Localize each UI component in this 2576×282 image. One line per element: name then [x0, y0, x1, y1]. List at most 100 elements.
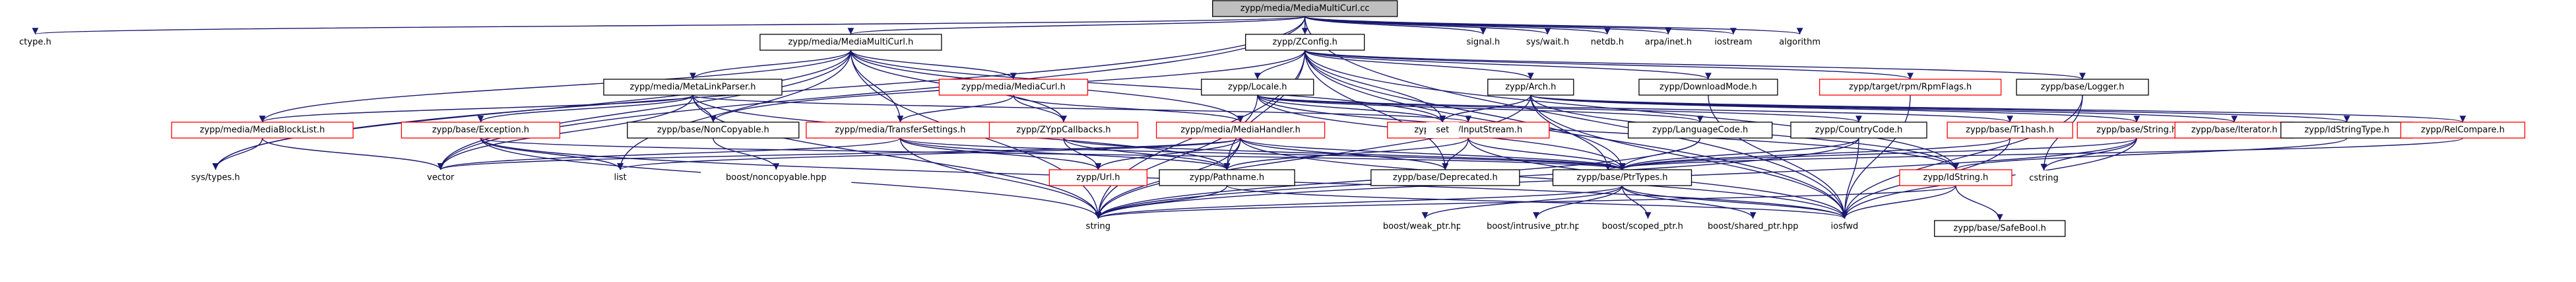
node-pathname[interactable]: zypp/Pathname.h	[1159, 169, 1295, 186]
node-noncopyable[interactable]: zypp/base/NonCopyable.h	[627, 122, 800, 139]
node-box	[1683, 219, 1822, 234]
node-box	[1212, 0, 1398, 17]
node-trihash[interactable]: zypp/base/Tr1hash.h	[1947, 122, 2073, 139]
node-metalink[interactable]: zypp/media/MetaLinkParser.h	[603, 79, 783, 96]
node-blocklist[interactable]: zypp/media/MediaBlockList.h	[171, 122, 354, 139]
node-box	[2015, 170, 2073, 186]
header-nodes: zypp/media/MediaMultiCurl.cc ctype.h zypp/…	[9, 0, 2526, 237]
node-logger[interactable]: zypp/base/Logger.h	[2016, 79, 2149, 96]
include-edge	[480, 137, 1625, 170]
node-safebool[interactable]: zypp/base/SafeBool.h	[1934, 220, 2066, 237]
node-box	[627, 122, 800, 139]
include-edge	[1226, 185, 1848, 219]
include-edge	[692, 94, 1102, 219]
node-label: ctype.h	[19, 38, 51, 48]
node-url[interactable]: zypp/Url.h	[1048, 169, 1147, 186]
include-edge	[1304, 50, 2086, 80]
node-box	[1387, 122, 1550, 139]
include-edge	[897, 94, 1014, 123]
node-idstringtype[interactable]: zypp/IdStringType.h	[2280, 122, 2414, 139]
include-edge	[847, 16, 1306, 35]
include-edge	[1533, 185, 1623, 219]
node-label: iosfwd	[1831, 222, 1859, 232]
node-label: cstring	[2029, 174, 2058, 184]
include-edge	[617, 137, 1241, 170]
node-sharedptr: boost/shared_ptr.hpp	[1683, 219, 1822, 234]
node-deprecated[interactable]: zypp/base/Deprecated.h	[1370, 169, 1520, 186]
node-box	[1766, 34, 1833, 50]
node-languagecode[interactable]: zypp/LanguageCode.h	[1627, 122, 1773, 139]
include-edge	[1952, 137, 2348, 170]
include-edge	[1619, 137, 2137, 170]
include-edge	[1254, 50, 1306, 80]
include-edge	[212, 137, 263, 170]
node-multicurl_h[interactable]: zypp/media/MediaMultiCurl.h	[759, 34, 942, 51]
node-label: zypp/IdString.h	[1923, 173, 1989, 183]
include-edge	[1530, 94, 1611, 171]
include-edge	[617, 50, 852, 170]
node-inputstream[interactable]: zypp/base/InputStream.h	[1387, 122, 1550, 139]
node-box	[1072, 219, 1125, 234]
node-ptrtypes[interactable]: zypp/base/PtrTypes.h	[1552, 169, 1692, 186]
include-edge	[1619, 137, 2011, 170]
node-label: zypp/base/Deprecated.h	[1393, 173, 1498, 183]
node-countrycode[interactable]: zypp/CountryCode.h	[1790, 122, 1927, 139]
include-edge	[692, 94, 1471, 123]
node-box	[2016, 79, 2149, 96]
include-edge	[259, 94, 693, 123]
include-edge	[1240, 137, 1848, 219]
include-edge	[1257, 94, 1446, 123]
node-label: zypp/media/MediaMultiCurl.h	[788, 38, 913, 48]
node-label: signal.h	[1466, 38, 1500, 48]
node-boostnc: boost/noncopyable.hpp	[701, 170, 852, 186]
include-edge	[1095, 94, 1531, 219]
node-systypes: sys/types.h	[177, 170, 254, 186]
node-downloadmode[interactable]: zypp/DownloadMode.h	[1638, 79, 1778, 96]
node-label: sys/types.h	[191, 173, 240, 183]
include-edge	[1530, 94, 1848, 219]
node-arch[interactable]: zypp/Arch.h	[1487, 79, 1574, 96]
node-box	[1450, 34, 1516, 50]
node-label: zypp/ZConfig.h	[1272, 38, 1337, 48]
node-iosfwd: iosfwd	[1816, 219, 1873, 234]
node-box	[600, 170, 641, 186]
node-label: zypp/DownloadMode.h	[1659, 83, 1757, 92]
node-label: zypp/media/MetaLinkParser.h	[629, 83, 756, 92]
node-box	[401, 122, 561, 139]
include-edge	[1467, 137, 1626, 170]
node-label: zypp/Url.h	[1076, 173, 1120, 183]
node-string: string	[1072, 219, 1125, 234]
node-zyppcallbacks[interactable]: zypp/ZYppCallbacks.h	[988, 122, 1139, 139]
include-edge	[1304, 50, 1449, 170]
node-label: zypp/base/String.h	[2096, 125, 2177, 135]
node-label: netdb.h	[1591, 38, 1624, 48]
node-label: zypp/media/TransferSettings.h	[835, 125, 965, 135]
node-label: zypp/base/PtrTypes.h	[1576, 173, 1667, 183]
include-edge	[1304, 50, 1446, 123]
node-box	[806, 122, 995, 139]
node-idstring[interactable]: zypp/IdString.h	[1899, 169, 2012, 186]
include-edge	[899, 137, 1231, 170]
node-locale[interactable]: zypp/Locale.h	[1201, 79, 1314, 96]
node-exception[interactable]: zypp/base/Exception.h	[401, 122, 561, 139]
node-rpmflags[interactable]: zypp/target/rpm/RpmFlags.h	[1819, 79, 2002, 96]
node-label: zypp/Pathname.h	[1190, 173, 1264, 183]
node-box	[1370, 169, 1520, 186]
node-box	[1790, 122, 1927, 139]
node-iterator[interactable]: zypp/base/Iterator.h	[2174, 122, 2294, 139]
include-edge	[1621, 185, 1848, 219]
node-label: zypp/base/Exception.h	[432, 125, 529, 135]
include-edge	[1621, 185, 1652, 219]
include-edge	[1530, 94, 2466, 123]
node-mediahandler[interactable]: zypp/media/MediaHandler.h	[1155, 122, 1326, 139]
node-relcompare[interactable]: zypp/RelCompare.h	[2400, 122, 2526, 139]
node-mediacurl[interactable]: zypp/media/MediaCurl.h	[938, 79, 1089, 96]
node-zconfig[interactable]: zypp/ZConfig.h	[1245, 34, 1365, 51]
node-root: zypp/media/MediaMultiCurl.cc	[1212, 0, 1398, 17]
node-label: boost/shared_ptr.hpp	[1708, 222, 1799, 232]
node-transfersettings[interactable]: zypp/media/TransferSettings.h	[806, 122, 995, 139]
node-label: zypp/CountryCode.h	[1815, 125, 1903, 135]
include-edge	[1257, 94, 2013, 123]
node-label: sys/wait.h	[1526, 38, 1569, 48]
